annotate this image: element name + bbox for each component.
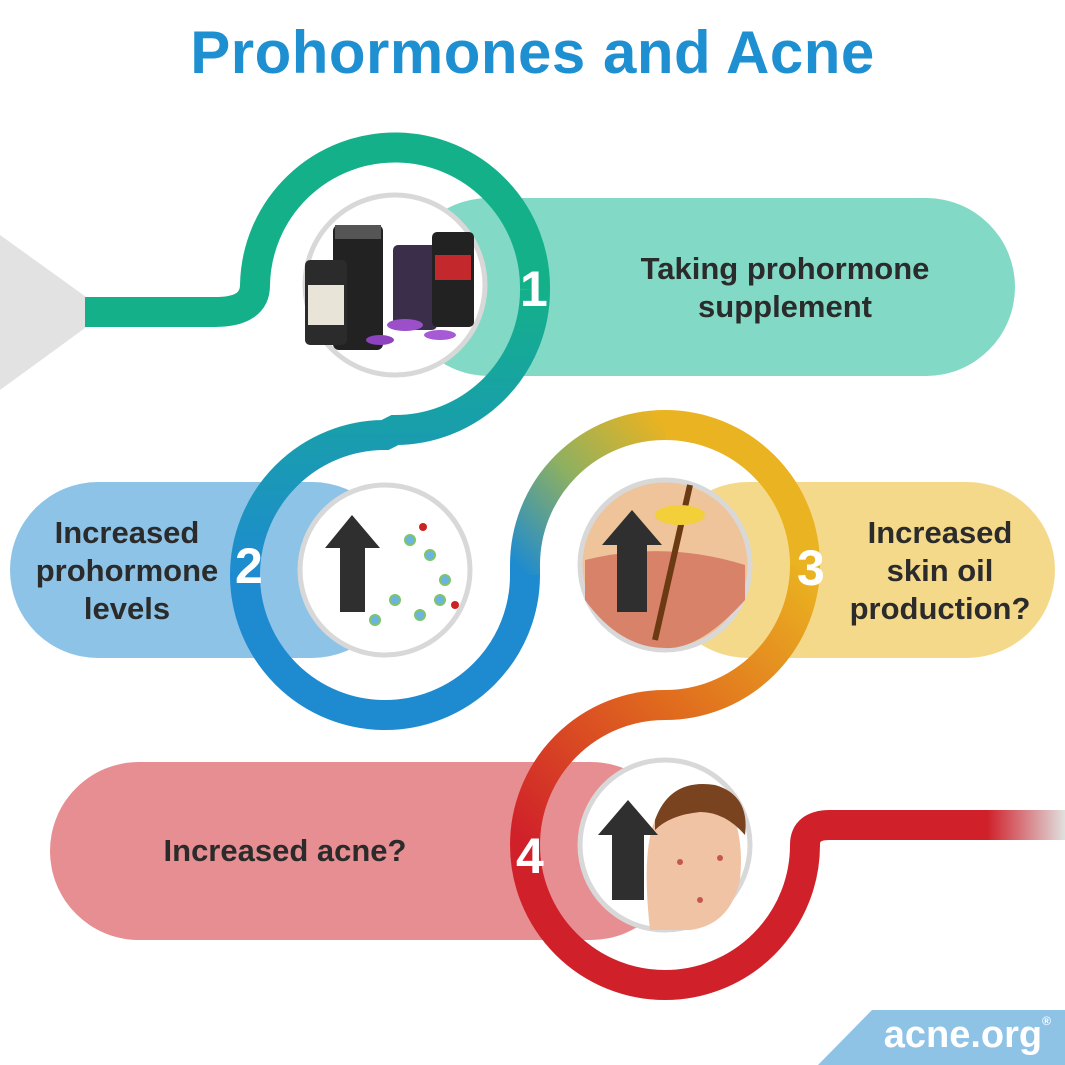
- track-end: [790, 810, 1065, 847]
- process-track: [85, 132, 1065, 1000]
- step-3-label: Increased skin oil production?: [849, 515, 1031, 626]
- up-arrow-icon: [602, 510, 662, 612]
- supplement-bottles-icon: [305, 225, 474, 350]
- step-4-number: 4: [516, 828, 544, 884]
- track-red: [510, 844, 820, 1000]
- up-arrow-icon: [325, 515, 380, 612]
- up-arrow-icon: [598, 800, 658, 900]
- step-3-pill: [660, 482, 1055, 658]
- step-2-pill: [10, 482, 400, 658]
- acne-org-logo: acne.org®: [884, 1014, 1051, 1057]
- track-green: [85, 132, 551, 327]
- track-yellow: [664, 410, 820, 566]
- step-4-label: Increased acne?: [163, 833, 407, 868]
- step-3-image: [577, 477, 753, 653]
- logo-text: acne.org: [883, 1014, 1043, 1056]
- start-arrow-triangle: [0, 235, 107, 390]
- track-blue: [230, 574, 540, 730]
- step-2-image: [297, 482, 473, 658]
- track-green-blue: [230, 289, 550, 576]
- step-3-number: 3: [797, 540, 825, 596]
- registered-mark: ®: [1042, 1014, 1051, 1028]
- step-2-number: 2: [235, 538, 263, 594]
- face-icon: [646, 784, 746, 930]
- page-title: Prohormones and Acne: [190, 19, 875, 86]
- step-1-pill: [400, 198, 1015, 376]
- step-1-label: Taking prohormone supplement: [640, 251, 930, 324]
- track-yellow-red: [510, 564, 820, 846]
- step-4-image: [577, 757, 753, 933]
- track-blue-yellow: [510, 410, 666, 575]
- step-1-image: [302, 192, 488, 378]
- step-1-number: 1: [520, 261, 548, 317]
- logo-banner: [818, 1010, 1065, 1065]
- step-2-label: Increased prohormone levels: [35, 515, 219, 626]
